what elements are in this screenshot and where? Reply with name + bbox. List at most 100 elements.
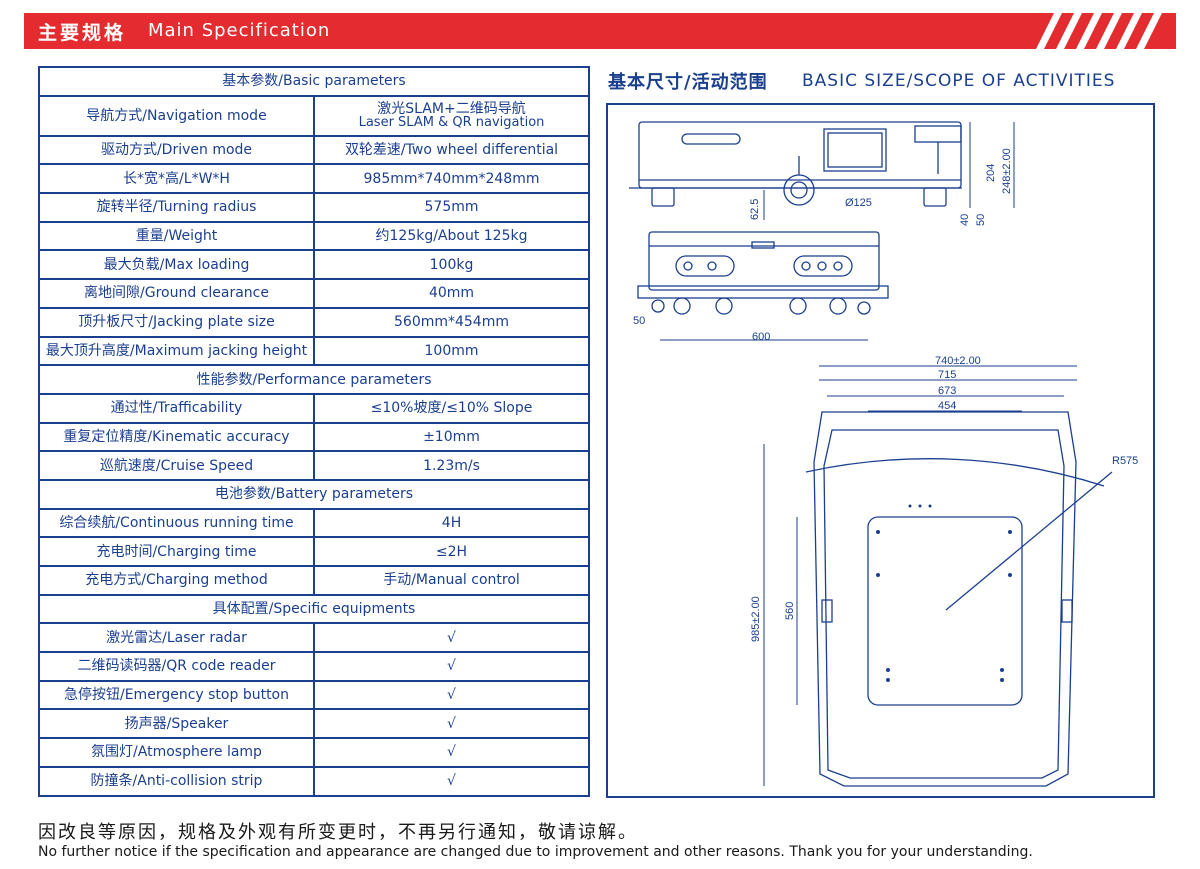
spec-label: 顶升板尺寸/Jacking plate size xyxy=(38,306,315,338)
spec-label: 驱动方式/Driven mode xyxy=(38,134,315,166)
section-title: 性能参数/Performance parameters xyxy=(38,364,590,395)
dim-204: 204 xyxy=(985,164,997,182)
spec-label: 氛围灯/Atmosphere lamp xyxy=(38,737,315,768)
spec-label: 长*宽*高/L*W*H xyxy=(38,163,315,195)
spec-label: 急停按钮/Emergency stop button xyxy=(38,679,315,711)
table-row: 二维码读码器/QR code reader√ xyxy=(38,651,590,682)
spec-label: 综合续航/Continuous running time xyxy=(38,507,315,539)
spec-value: ≤10%坡度/≤10% Slope xyxy=(313,392,590,424)
spec-value: 4H xyxy=(313,507,590,539)
top-view xyxy=(805,411,1113,787)
check-mark-icon: √ xyxy=(313,622,590,654)
dim-600: 600 xyxy=(752,331,770,343)
spec-value: ±10mm xyxy=(313,421,590,453)
dimension-lines xyxy=(660,122,1077,786)
spec-label: 充电时间/Charging time xyxy=(38,536,315,567)
drawing-title-en: BASIC SIZE/SCOPE OF ACTIVITIES xyxy=(802,71,1116,91)
dim-673: 673 xyxy=(938,385,956,397)
header-title-en: Main Specification xyxy=(148,20,331,41)
header-stripes-decoration xyxy=(1036,13,1162,49)
dim-248: 248±2.00 xyxy=(1001,148,1013,194)
table-row: 防撞条/Anti-collision strip√ xyxy=(38,765,590,797)
check-mark-icon: √ xyxy=(313,679,590,711)
table-section-row: 性能参数/Performance parameters xyxy=(38,364,590,395)
table-row: 通过性/Trafficability≤10%坡度/≤10% Slope xyxy=(38,392,590,424)
spec-value: 560mm*454mm xyxy=(313,306,590,338)
dim-125: Ø125 xyxy=(845,197,872,209)
table-row: 充电时间/Charging time≤2H xyxy=(38,536,590,567)
check-mark-icon: √ xyxy=(313,765,590,797)
dim-715: 715 xyxy=(938,369,956,381)
table-row: 扬声器/Speaker√ xyxy=(38,708,590,740)
table-row: 急停按钮/Emergency stop button√ xyxy=(38,679,590,711)
drawing-panel: 740±2.00 715 673 454 R575 Ø125 600 50 98… xyxy=(606,103,1155,798)
table-row: 氛围灯/Atmosphere lamp√ xyxy=(38,737,590,768)
spec-value: 985mm*740mm*248mm xyxy=(313,163,590,195)
dim-50-side: 50 xyxy=(975,214,987,226)
spec-label: 最大顶升高度/Maximum jacking height xyxy=(38,335,315,367)
spec-label: 充电方式/Charging method xyxy=(38,565,315,596)
dim-454: 454 xyxy=(938,400,956,412)
spec-value: 约125kg/About 125kg xyxy=(313,220,590,252)
section-title: 基本参数/Basic parameters xyxy=(38,66,590,97)
footer-notice-en: No further notice if the specification a… xyxy=(38,844,1033,860)
check-mark-icon: √ xyxy=(313,737,590,768)
dots xyxy=(876,504,1012,682)
spec-value-sub: Laser SLAM & QR navigation xyxy=(358,114,545,130)
spec-value: 手动/Manual control xyxy=(313,565,590,596)
spec-label: 重量/Weight xyxy=(38,220,315,252)
table-section-row: 电池参数/Battery parameters xyxy=(38,478,590,510)
spec-value: 双轮差速/Two wheel differential xyxy=(313,134,590,166)
spec-value-main: 激光SLAM+二维码导航 xyxy=(377,100,526,117)
check-mark-icon: √ xyxy=(313,708,590,740)
spec-value: 1.23m/s xyxy=(313,450,590,481)
technical-drawing: 740±2.00 715 673 454 R575 Ø125 600 50 98… xyxy=(629,121,1138,787)
spec-label: 重复定位精度/Kinematic accuracy xyxy=(38,421,315,453)
spec-label: 通过性/Trafficability xyxy=(38,392,315,424)
spec-value: 100kg xyxy=(313,249,590,281)
header-title-cn: 主要规格 xyxy=(38,22,127,44)
dim-560: 560 xyxy=(784,602,796,620)
spec-label: 导航方式/Navigation mode xyxy=(38,94,315,137)
drawing-title-cn: 基本尺寸/活动范围 xyxy=(608,72,768,93)
dim-50-front: 50 xyxy=(633,315,645,327)
spec-label: 最大负载/Max loading xyxy=(38,249,315,281)
table-row: 重复定位精度/Kinematic accuracy±10mm xyxy=(38,421,590,453)
dim-985: 985±2.00 xyxy=(750,596,762,642)
spec-label: 扬声器/Speaker xyxy=(38,708,315,740)
dim-740: 740±2.00 xyxy=(935,355,981,367)
footer-notice-cn: 因改良等原因，规格及外观有所变更时，不再另行通知，敬请谅解。 xyxy=(38,822,638,843)
front-view xyxy=(637,231,889,315)
spec-value: 100mm xyxy=(313,335,590,367)
section-title: 具体配置/Specific equipments xyxy=(38,593,590,625)
spec-label: 离地间隙/Ground clearance xyxy=(38,278,315,309)
spec-value: 575mm xyxy=(313,192,590,223)
header-bar: 主要规格 Main Specification xyxy=(24,13,1176,49)
spec-label: 巡航速度/Cruise Speed xyxy=(38,450,315,481)
spec-label: 旋转半径/Turning radius xyxy=(38,192,315,223)
spec-value: ≤2H xyxy=(313,536,590,567)
spec-value: 40mm xyxy=(313,278,590,309)
table-row: 激光雷达/Laser radar√ xyxy=(38,622,590,654)
spec-label: 防撞条/Anti-collision strip xyxy=(38,765,315,797)
table-section-row: 具体配置/Specific equipments xyxy=(38,593,590,625)
dim-r575: R575 xyxy=(1112,455,1138,467)
table-section-row: 基本参数/Basic parameters xyxy=(38,66,590,97)
spec-label: 激光雷达/Laser radar xyxy=(38,622,315,654)
spec-label: 二维码读码器/QR code reader xyxy=(38,651,315,682)
